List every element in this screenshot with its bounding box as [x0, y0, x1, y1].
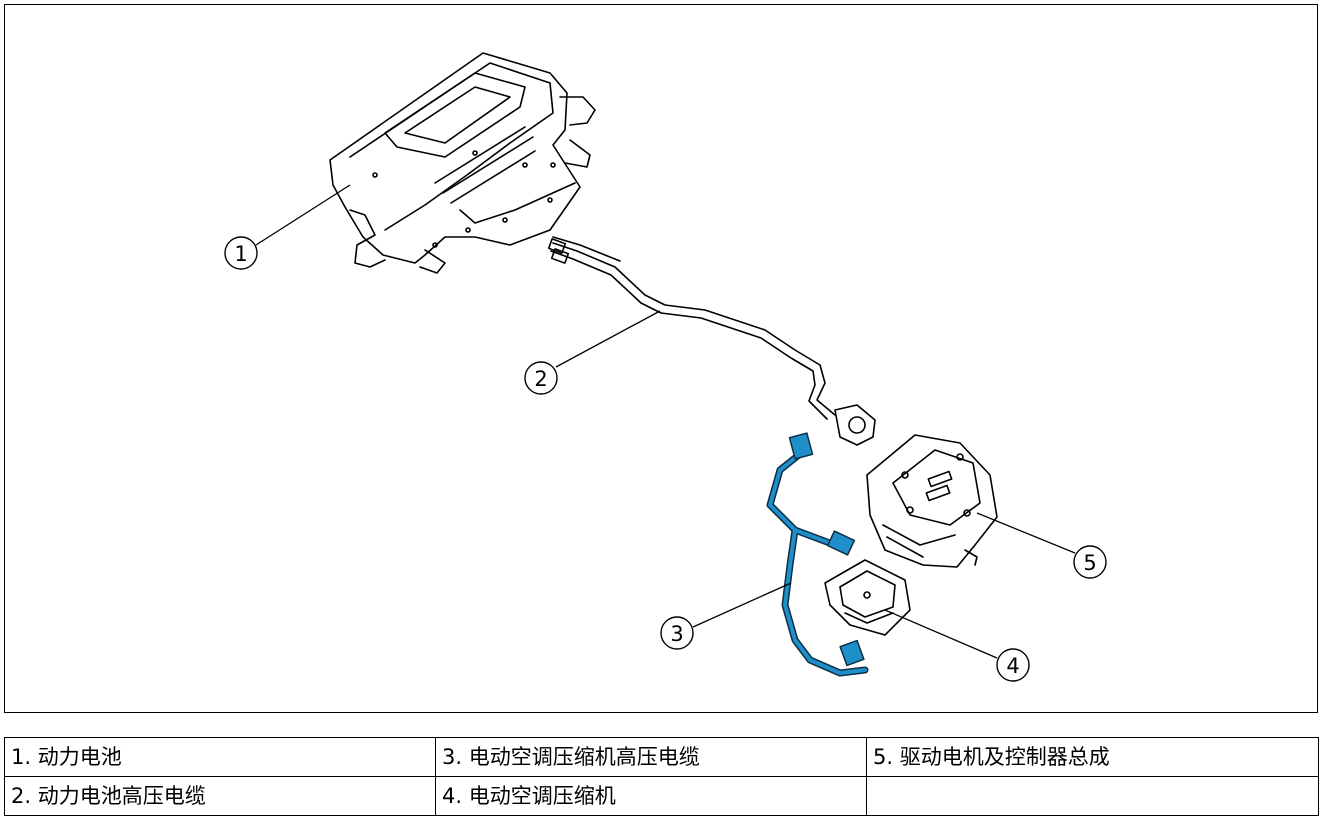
ac-compressor-hv-cable-drawing	[766, 432, 869, 677]
leader-line-2	[555, 310, 661, 368]
legend-cell: 1. 动力电池	[4, 737, 436, 777]
exploded-view-drawing: 1 2 3 4 5	[224, 52, 1107, 682]
callout-4: 4	[996, 648, 1030, 682]
battery-hv-cable-drawing	[547, 236, 876, 446]
legend-cell: 4. 电动空调压缩机	[435, 776, 867, 816]
leader-line-3	[692, 582, 792, 628]
leader-line-1	[255, 184, 351, 246]
callout-3-label: 3	[670, 622, 683, 646]
leader-line-4	[884, 609, 998, 659]
exploded-view-figure: 1 2 3 4 5	[4, 4, 1318, 713]
power-battery-drawing	[329, 52, 596, 274]
callout-3: 3	[660, 616, 694, 650]
legend-cell: 2. 动力电池高压电缆	[4, 776, 436, 816]
ac-compressor-drawing	[824, 559, 911, 636]
callout-2-label: 2	[534, 367, 547, 391]
legend-row: 2. 动力电池高压电缆 4. 电动空调压缩机	[4, 776, 1319, 816]
leader-line-5	[976, 512, 1076, 554]
callout-2: 2	[524, 361, 558, 395]
callout-5-label: 5	[1083, 551, 1096, 575]
callout-1: 1	[224, 236, 258, 270]
legend-cell	[866, 776, 1319, 816]
legend-cell: 3. 电动空调压缩机高压电缆	[435, 737, 867, 777]
leader-lines	[255, 184, 1076, 659]
callout-1-label: 1	[234, 242, 247, 266]
legend-table: 1. 动力电池 3. 电动空调压缩机高压电缆 5. 驱动电机及控制器总成 2. …	[4, 737, 1319, 816]
callout-5: 5	[1073, 545, 1107, 579]
drive-motor-controller-drawing	[866, 434, 998, 568]
legend-cell: 5. 驱动电机及控制器总成	[866, 737, 1319, 777]
callout-4-label: 4	[1006, 654, 1019, 678]
legend-row: 1. 动力电池 3. 电动空调压缩机高压电缆 5. 驱动电机及控制器总成	[4, 737, 1319, 777]
